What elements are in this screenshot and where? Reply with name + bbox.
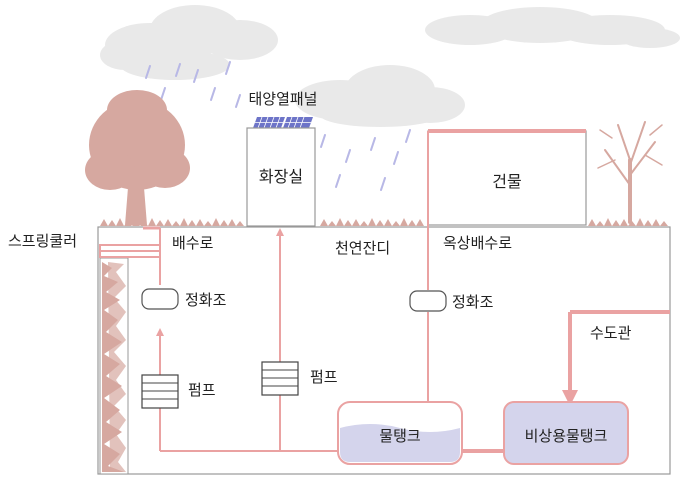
- label-water-pipe: 수도관: [590, 324, 632, 342]
- label-roof-drain: 옥상배수로: [443, 234, 512, 252]
- main-building: [427, 130, 587, 226]
- cloud-left: [100, 5, 278, 80]
- septic-tank-right: [409, 290, 447, 312]
- label-solar-panel: 태양열패널: [248, 90, 317, 108]
- label-emergency-tank: 비상용물탱크: [525, 427, 608, 445]
- restroom-building: [246, 127, 316, 227]
- label-septic-right: 정화조: [452, 293, 494, 311]
- cloud-center: [295, 65, 465, 127]
- pump-left: [141, 374, 179, 409]
- pump-middle: [261, 361, 299, 396]
- septic-tank-left: [141, 288, 179, 310]
- label-pump-middle: 펌프: [310, 368, 338, 386]
- label-restroom: 화장실: [259, 167, 303, 186]
- label-water-tank: 물탱크: [379, 427, 420, 445]
- pipe-network: [99, 129, 670, 453]
- label-sprinkler: 스프링쿨러: [8, 232, 77, 250]
- label-septic-left: 정화조: [185, 291, 227, 309]
- emergency-water-tank: [503, 401, 629, 465]
- label-drain: 배수로: [172, 234, 214, 252]
- water-tank: [337, 401, 463, 465]
- cloud-right: [425, 7, 680, 48]
- label-natural-lawn: 천연잔디: [335, 239, 390, 257]
- rain-lines: [145, 61, 411, 191]
- tree-right: [597, 121, 663, 224]
- grass-wall-left: [99, 257, 129, 475]
- ground-grass: [100, 218, 672, 226]
- label-building: 건물: [492, 172, 521, 191]
- tree-left: [85, 90, 190, 225]
- solar-panel: [253, 116, 313, 129]
- label-pump-left: 펌프: [188, 381, 216, 399]
